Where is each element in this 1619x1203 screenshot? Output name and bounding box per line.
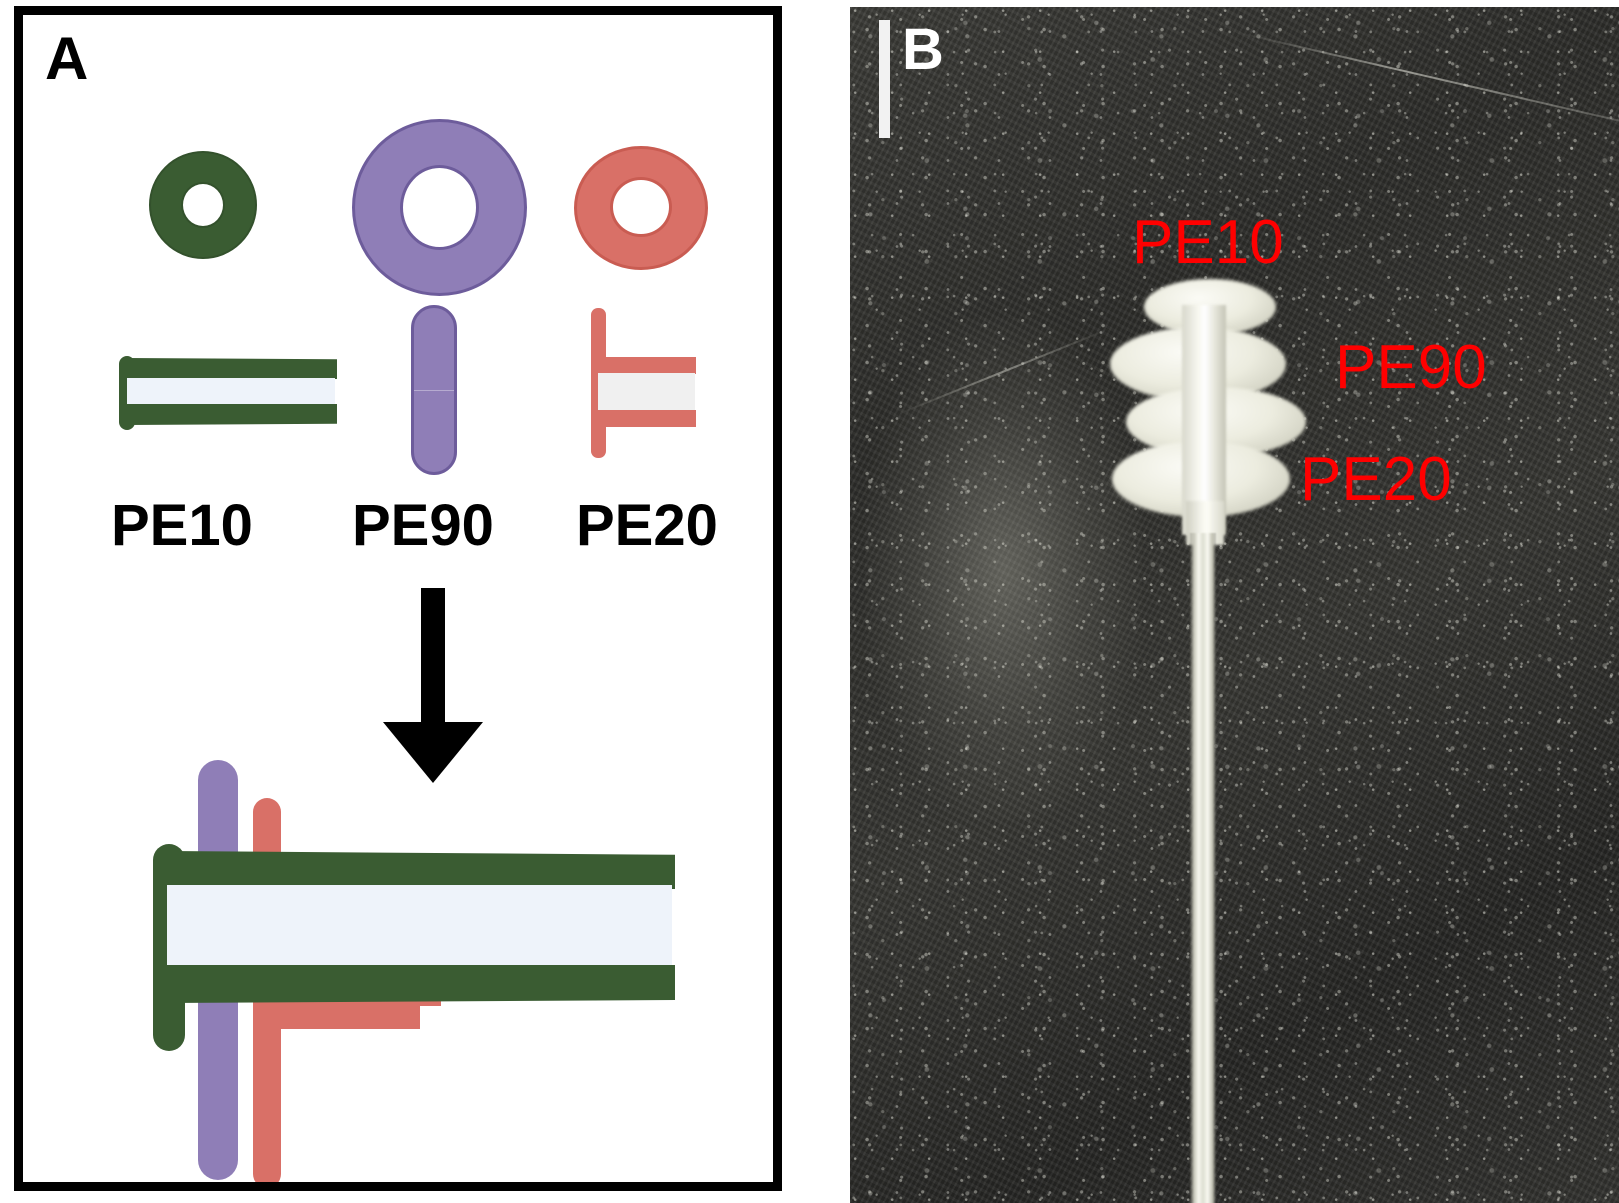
side-view-pe20-bottom-wall [598,410,696,427]
ring-hole-pe10 [181,182,225,228]
panel-a-label: A [45,25,88,92]
side-view-pe90 [411,305,457,475]
photo-scratch-upper [1234,30,1619,130]
panel-b: B PE10 PE90 PE20 [822,0,1619,1203]
catheter-assembly-photo [1102,275,1362,1203]
assembly-pe10-bottom-wall [167,965,675,1003]
photo-catheter-core [1182,305,1226,535]
caption-pe90: PE90 [352,493,494,558]
down-arrow-icon [383,588,483,783]
panel-b-photograph: B PE10 PE90 PE20 [850,7,1619,1203]
photo-catheter-shaft [1190,533,1216,1203]
side-view-pe10-lumen [127,378,335,405]
caption-pe20: PE20 [576,493,718,558]
caption-pe10: PE10 [111,493,253,558]
side-view-pe10-bottom-wall [127,404,337,425]
photo-label-pe10: PE10 [1132,208,1284,277]
panel-b-label: B [902,17,944,82]
assembly-pe10-top-wall [167,851,675,889]
side-view-pe20-lumen [598,373,695,411]
photo-label-pe90: PE90 [1335,333,1487,402]
panel-b-left-strip [879,20,890,138]
arrow-shaft [421,588,445,728]
ring-hole-pe90 [400,165,479,250]
panel-a: A PE10 [14,6,782,1191]
cross-section-ring-pe10 [149,151,257,259]
assembly-pe10-lumen [167,885,672,969]
side-view-pe10 [119,353,339,433]
side-view-pe10-top-wall [127,358,337,379]
side-view-pe20 [591,308,696,458]
side-view-pe90-seam [414,390,454,391]
assembled-catheter-diagram [143,733,703,1182]
side-view-pe20-top-wall [598,357,696,374]
cross-section-ring-pe20 [574,146,708,270]
photo-highlight-glow [865,317,1143,821]
photo-scratch-left [895,327,1111,416]
assembly-pe20-bottom-wall-b [263,1004,420,1029]
cross-section-ring-pe90 [352,119,527,296]
photo-label-pe20: PE20 [1300,445,1452,514]
ring-hole-pe20 [610,177,672,237]
